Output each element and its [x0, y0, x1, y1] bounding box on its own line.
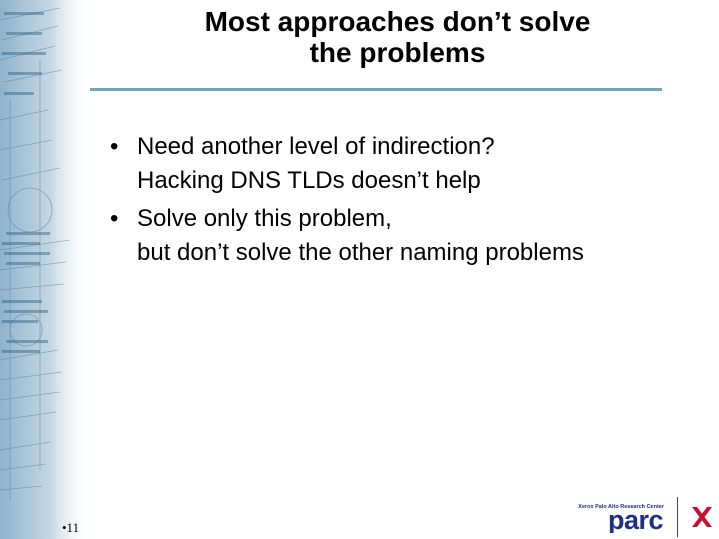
slide-title: Most approaches don’t solve the problems: [90, 6, 705, 68]
logo-divider: [677, 497, 678, 537]
title-underline: [90, 88, 662, 91]
slide-title-line-2: the problems: [309, 37, 486, 68]
slide-title-line-1: Most approaches don’t solve: [204, 6, 591, 37]
bullet-dot-icon: •: [110, 205, 119, 232]
decorative-side-art: [0, 0, 92, 539]
bullet-item-1: • Need another level of indirection? Hac…: [110, 130, 710, 198]
bullet-2-line-1: Solve only this problem,: [137, 205, 392, 232]
bullet-list: • Need another level of indirection? Hac…: [110, 130, 710, 274]
bullet-item-2: • Solve only this problem, but don’t sol…: [110, 202, 710, 270]
bullet-dot-icon: •: [110, 133, 119, 160]
bullet-1-line-1: Need another level of indirection?: [137, 133, 495, 160]
bullet-2-line-2: but don’t solve the other naming problem…: [137, 239, 584, 266]
parc-logo-text: parc: [608, 507, 664, 533]
parc-logo-icon: parc: [608, 507, 664, 533]
org-name-label: Xerox Palo Alto Research Center: [578, 504, 664, 510]
bullet-1-line-2: Hacking DNS TLDs doesn’t help: [137, 167, 481, 194]
page-number: •11: [62, 520, 80, 535]
xerox-x-icon: [692, 507, 712, 527]
